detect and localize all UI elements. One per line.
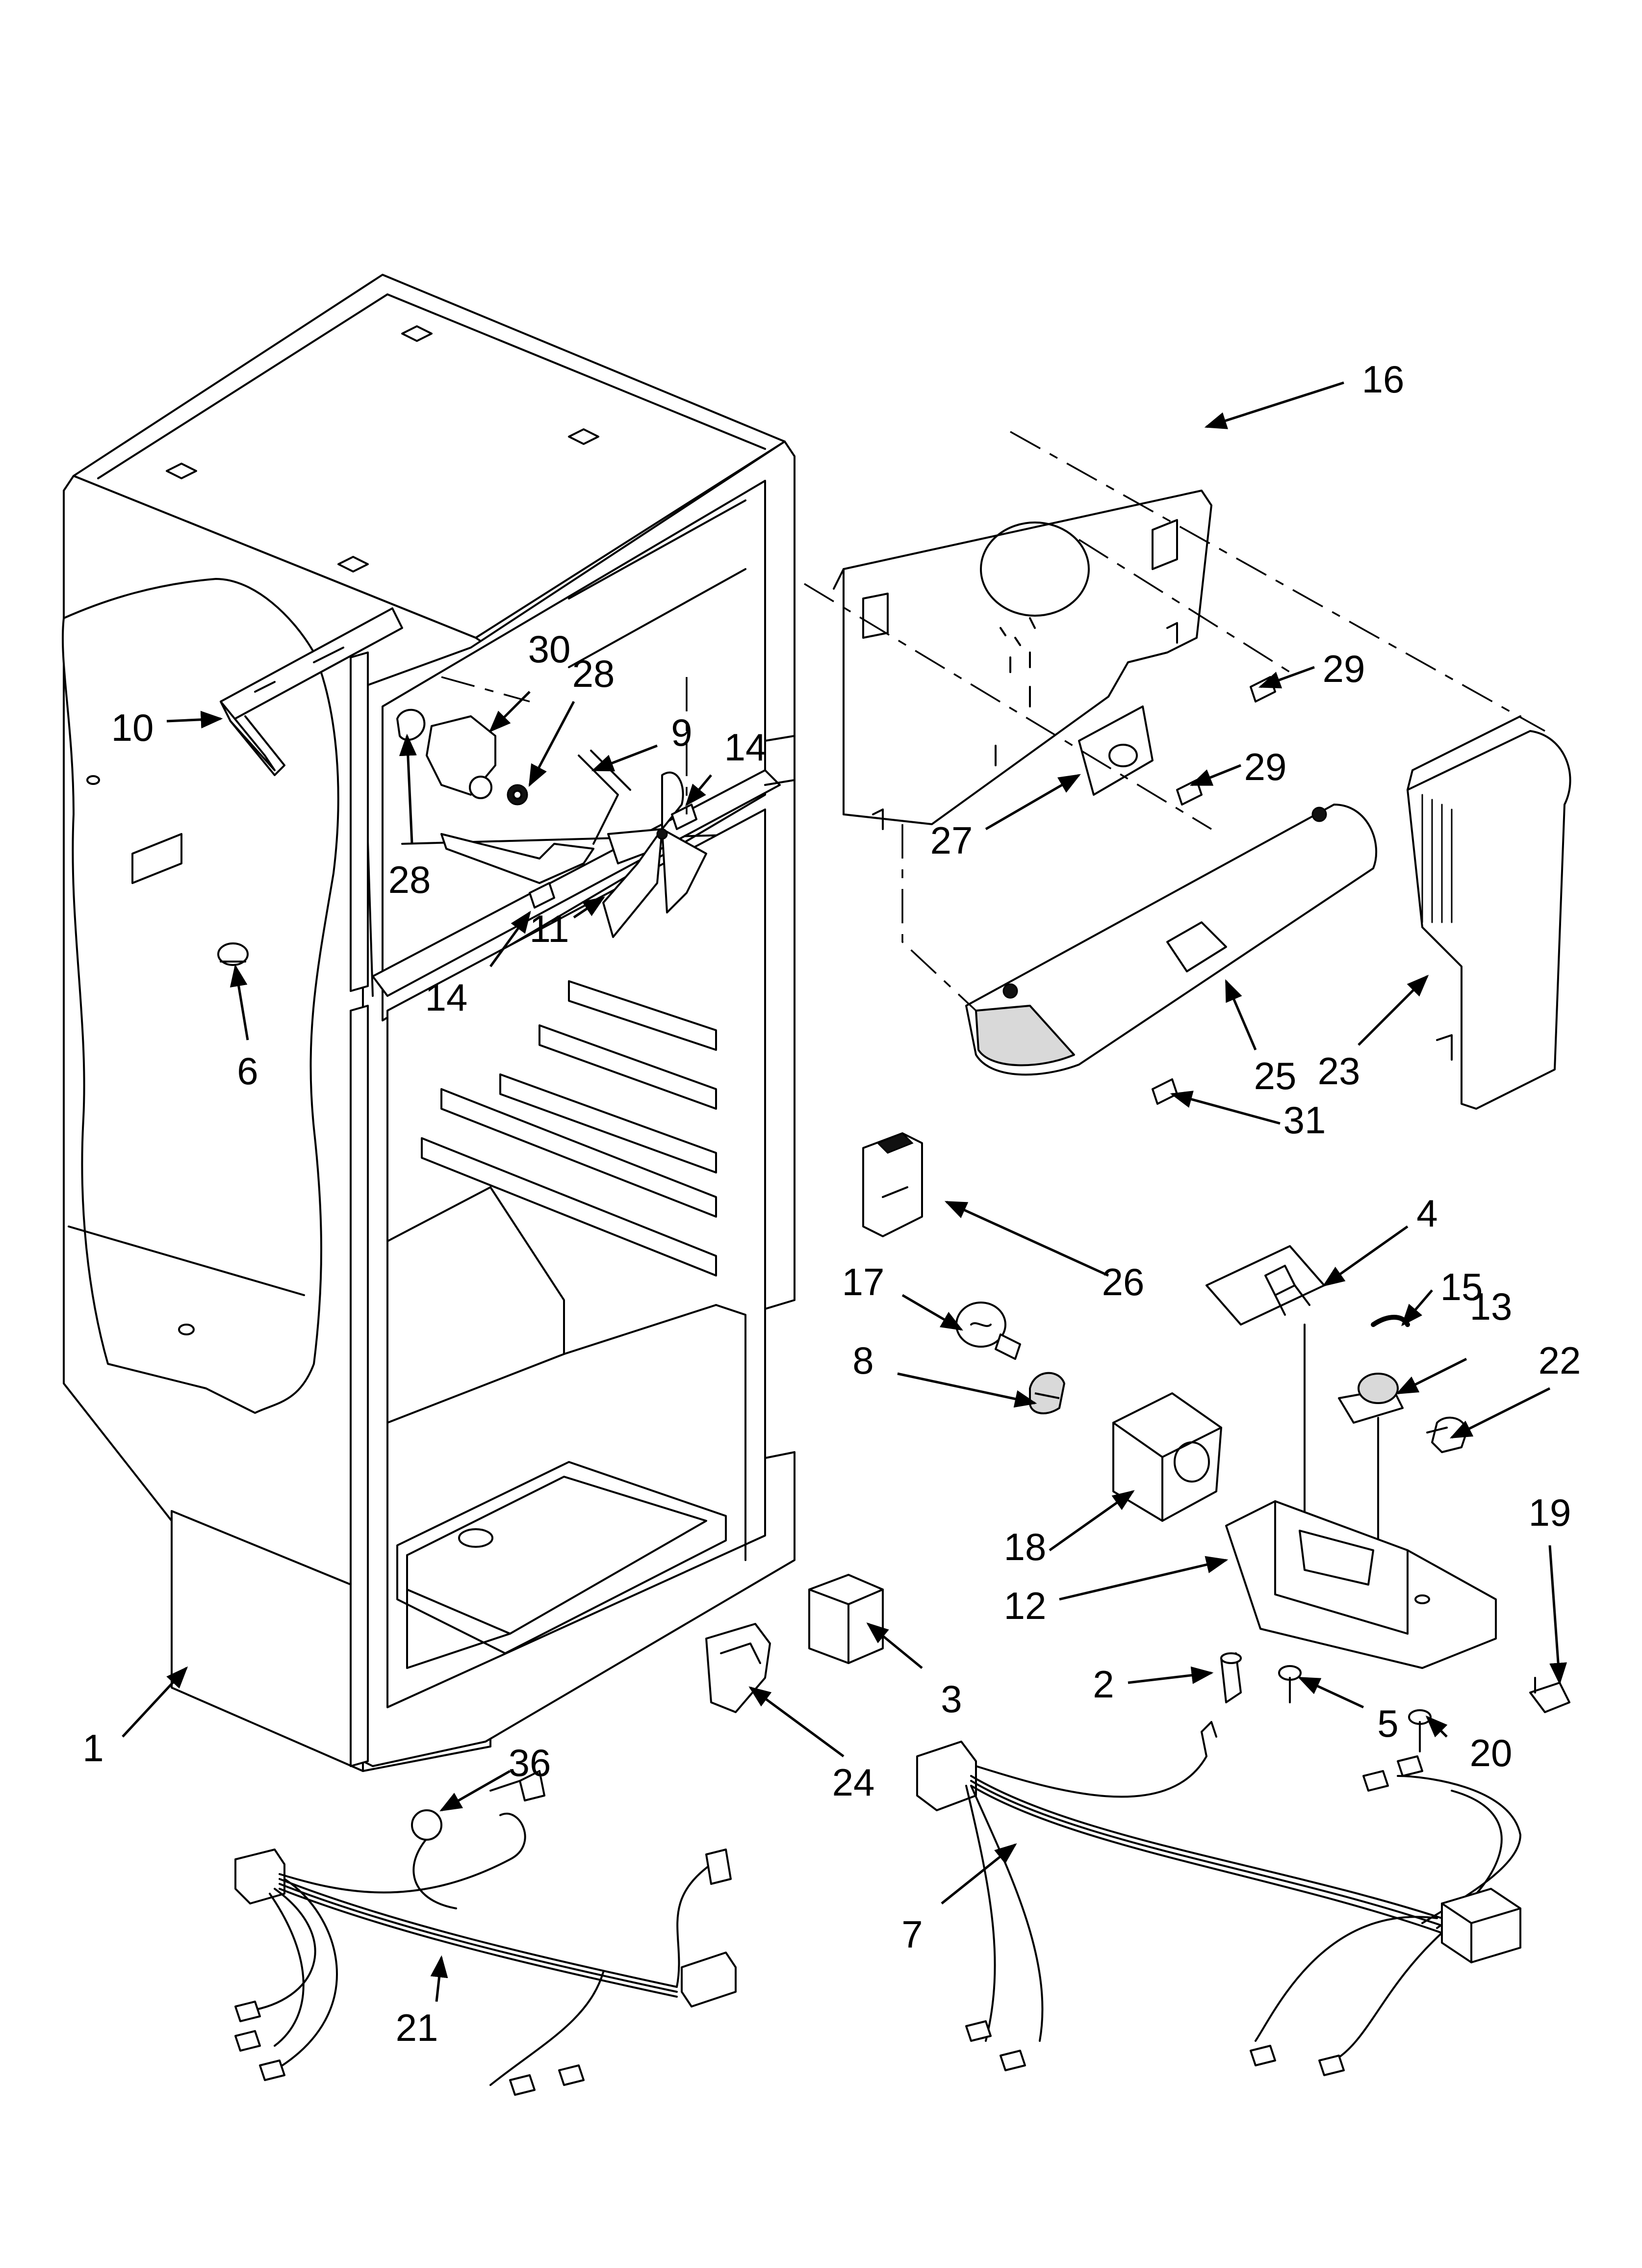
- callout-28-left: 28: [388, 858, 431, 901]
- light-shield: [1112, 1392, 1222, 1522]
- callout-17: 17: [842, 1260, 885, 1303]
- callout-19: 19: [1529, 1491, 1571, 1534]
- plug: [217, 942, 249, 966]
- callout-2: 2: [1093, 1663, 1114, 1706]
- callout-20: 20: [1470, 1731, 1513, 1774]
- control-thermostat: [396, 708, 528, 806]
- screw-31: [1152, 1078, 1178, 1105]
- screw-5: [1278, 1665, 1302, 1703]
- wire-harness-7: [916, 1721, 1521, 2076]
- callout-9: 9: [671, 711, 692, 754]
- callout-1: 1: [82, 1726, 103, 1770]
- knob-22: [1426, 1416, 1467, 1453]
- fan-blade: [602, 771, 707, 938]
- freezer-bracket: [220, 607, 403, 776]
- callout-8: 8: [852, 1339, 873, 1382]
- screw-20: [1408, 1709, 1432, 1752]
- callout-4: 4: [1416, 1192, 1437, 1235]
- light-socket: [1029, 1372, 1065, 1414]
- foil-tape: [1078, 705, 1154, 796]
- callout-15: 15: [1440, 1265, 1483, 1308]
- cabinet-liner: [61, 274, 795, 1772]
- callout-7: 7: [901, 1913, 923, 1956]
- callout-18: 18: [1004, 1525, 1047, 1568]
- callout-5: 5: [1377, 1702, 1398, 1745]
- callout-12: 12: [1004, 1584, 1047, 1627]
- callout-14-lower: 14: [425, 976, 468, 1019]
- callout-28-right: 28: [572, 652, 615, 695]
- callout-26: 26: [1102, 1260, 1145, 1303]
- callout-29-lower: 29: [1244, 745, 1287, 788]
- callout-24: 24: [832, 1761, 875, 1804]
- callout-11: 11: [530, 907, 569, 950]
- connector-3: [808, 1574, 884, 1664]
- air-tower-cover: [1407, 715, 1571, 1110]
- leader-arrows: [122, 381, 1567, 2002]
- air-deflector: [965, 804, 1378, 1076]
- callout-10: 10: [111, 706, 154, 749]
- callout-27: 27: [930, 819, 973, 862]
- control-housing: [1225, 1324, 1497, 1669]
- thermostat-13: [1338, 1373, 1404, 1541]
- callout-23: 23: [1318, 1049, 1360, 1093]
- callout-13: 13: [1470, 1285, 1513, 1328]
- connector-26: [862, 1132, 923, 1237]
- callout-31: 31: [1283, 1098, 1326, 1142]
- connector-19: [1529, 1677, 1570, 1713]
- callout-16: 16: [1362, 358, 1405, 401]
- callout-22: 22: [1539, 1339, 1581, 1382]
- callout-36: 36: [509, 1741, 551, 1784]
- wire-harness-21: [234, 1770, 737, 2096]
- callout-3: 3: [941, 1677, 962, 1721]
- screw-14: [529, 804, 697, 909]
- light-bulb: [955, 1302, 1021, 1360]
- callout-6: 6: [237, 1049, 258, 1093]
- callout-30: 30: [528, 627, 571, 671]
- control-board: [1206, 1245, 1325, 1326]
- relay-24: [705, 1623, 771, 1713]
- callout-25: 25: [1254, 1054, 1297, 1097]
- callout-29-upper: 29: [1323, 647, 1365, 690]
- evaporator-cover: [833, 490, 1212, 830]
- callout-14-upper: 14: [724, 726, 767, 769]
- callout-labels: 1 2 3 4 5 6 7 8 9 10 11 12 13 14 14 15 1…: [82, 358, 1581, 2049]
- spacer-2: [1220, 1652, 1242, 1703]
- callout-21: 21: [396, 2006, 438, 2049]
